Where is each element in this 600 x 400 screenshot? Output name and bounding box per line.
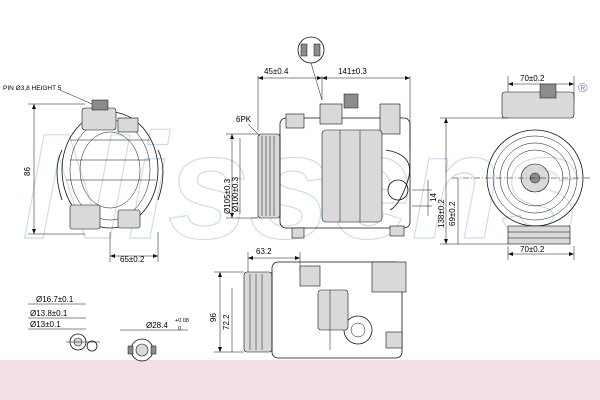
port-dim-28-4-tol-plus: +0.08 [175, 318, 189, 324]
pulley-label: 6PK [236, 115, 252, 124]
registered-mark: ® [578, 80, 588, 95]
dim-72: 72.2 [222, 314, 231, 330]
port-details: Ø16.7±0.1 Ø13.8±0.1 Ø13±0.1 Ø28.4 +0.08 … [28, 295, 189, 362]
dim-45: 45±0.4 [264, 67, 289, 76]
bottom-band [0, 360, 600, 400]
dim-96: 96 [209, 313, 218, 322]
right-pulley-view: 70±0.2 138±0.2 69±0.2 [437, 74, 590, 260]
port-dim-13-8: Ø13.8±0.1 [30, 309, 68, 318]
dim-63: 63.2 [256, 247, 272, 256]
dim-105: Ø105±0.3 [223, 178, 232, 214]
center-front-view: 45±0.4 141±0.3 6PK [223, 36, 438, 239]
dim-86: 86 [23, 167, 32, 176]
dim-65: 65±0.2 [120, 255, 145, 264]
port-dim-28-4-tol-minus: 0 [178, 326, 181, 332]
dim-14: 14 [429, 193, 438, 202]
dim-138: 138±0.2 [437, 199, 446, 228]
dim-141: 141±0.3 [338, 67, 367, 76]
dim-100: Ø100±0.3 [231, 176, 240, 212]
dim-69: 69±0.2 [448, 201, 457, 226]
port-dim-16-7: Ø16.7±0.1 [36, 295, 74, 304]
bottom-side-view: 63.2 96 72.2 [209, 247, 407, 359]
dim-70-bottom: 70±0.2 [520, 245, 545, 254]
port-dim-28-4: Ø28.4 [146, 321, 168, 330]
port-dim-13: Ø13±0.1 [30, 320, 61, 329]
dim-70-top: 70±0.2 [520, 74, 545, 83]
left-side-view: 86 PIN Ø3,8 HEIGHT 5 65±0.2 [3, 85, 164, 264]
pin-note: PIN Ø3,8 HEIGHT 5 [3, 85, 62, 92]
